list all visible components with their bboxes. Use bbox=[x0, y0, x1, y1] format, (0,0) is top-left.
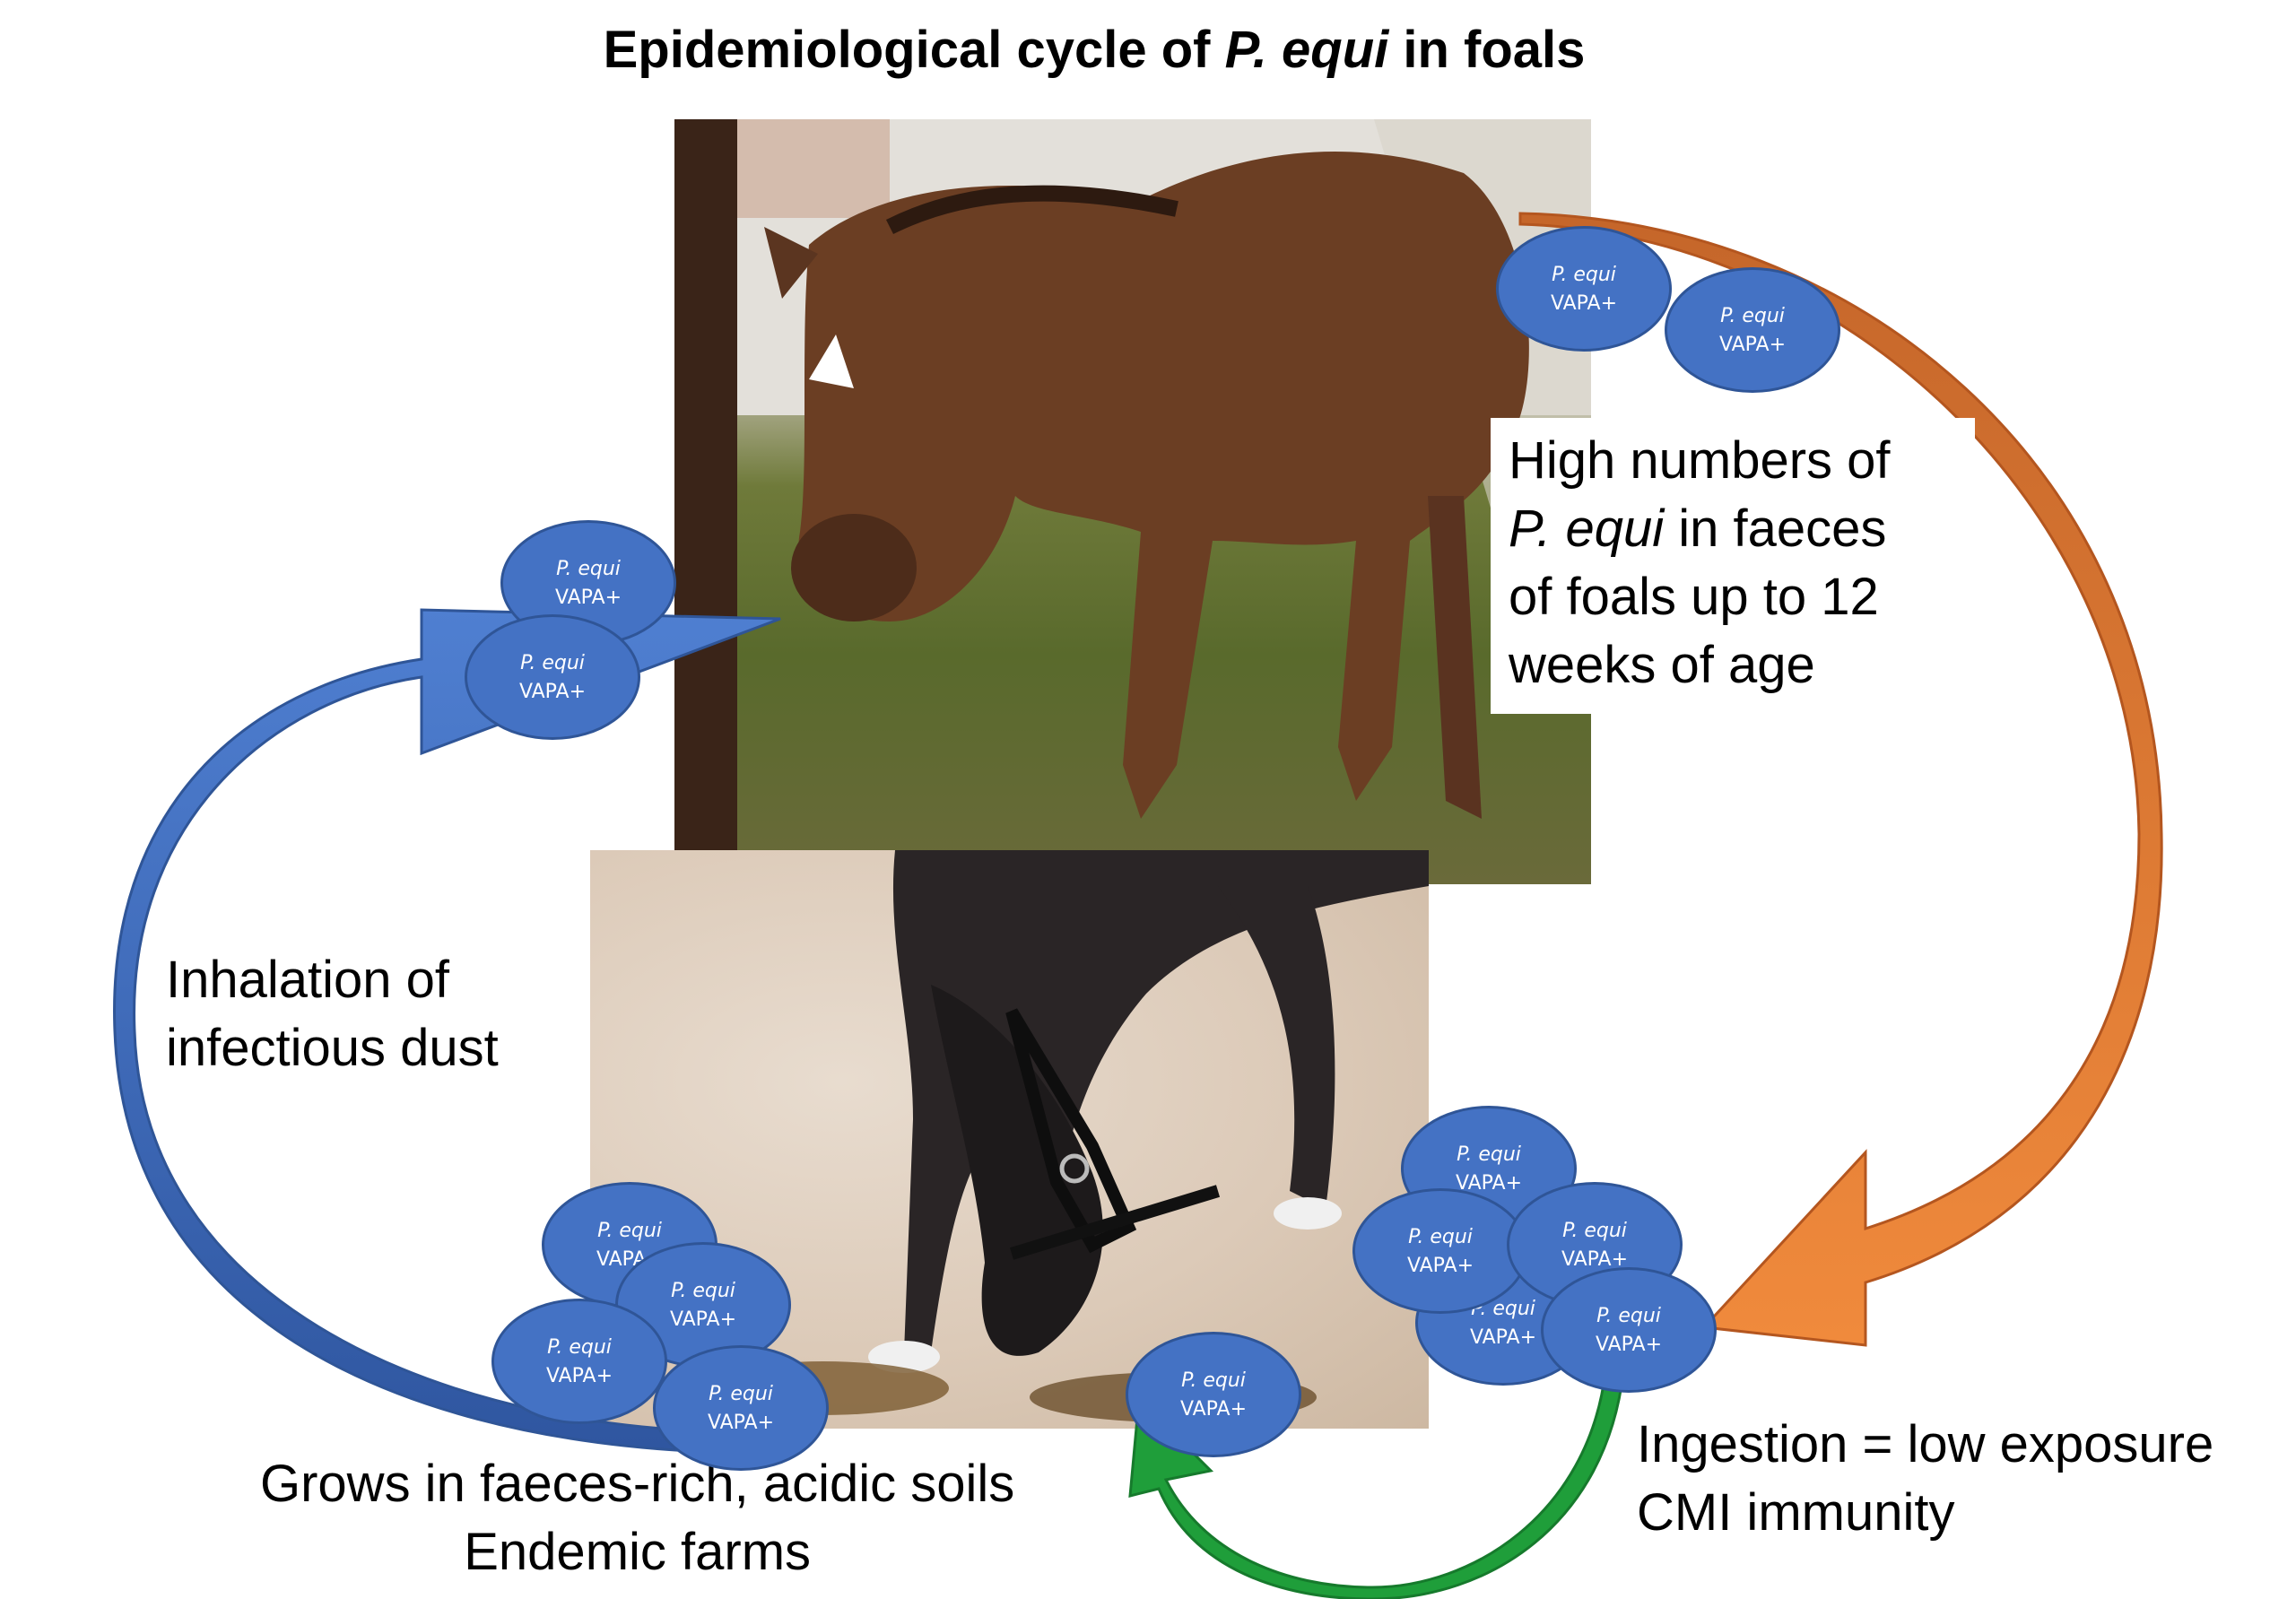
label-line-1: High numbers of bbox=[1509, 431, 1891, 490]
label-line-4: weeks of age bbox=[1509, 636, 1815, 694]
label-line-2: infectious dust bbox=[166, 1019, 499, 1077]
label-line-2: CMI immunity bbox=[1637, 1483, 1955, 1542]
foal-standing-photo bbox=[674, 119, 1591, 884]
label-line-2: Endemic farms bbox=[464, 1523, 812, 1581]
ingestion-label: Ingestion = low exposure CMI immunity bbox=[1637, 1411, 2213, 1547]
label-line-1: Inhalation of bbox=[166, 951, 450, 1009]
faeces-shedding-arrow bbox=[1518, 212, 2163, 1347]
label-line-1: Ingestion = low exposure bbox=[1637, 1415, 2214, 1473]
ingestion-arrow bbox=[1128, 1370, 1625, 1599]
label-line-3: of foals up to 12 bbox=[1509, 568, 1879, 626]
soil-growth-label: Grows in faeces-rich, acidic soils Endem… bbox=[260, 1450, 1014, 1586]
inhalation-arrow bbox=[113, 608, 781, 1453]
faeces-shedding-label: High numbers of P. equi in faeces of foa… bbox=[1491, 418, 1975, 714]
label-line-1: Grows in faeces-rich, acidic soils bbox=[260, 1455, 1015, 1513]
diagram-title: Epidemiological cycle of P. equi in foal… bbox=[603, 21, 1586, 79]
inhalation-label: Inhalation of infectious dust bbox=[166, 946, 499, 1082]
label-line-2: P. equi in faeces bbox=[1509, 500, 1887, 558]
